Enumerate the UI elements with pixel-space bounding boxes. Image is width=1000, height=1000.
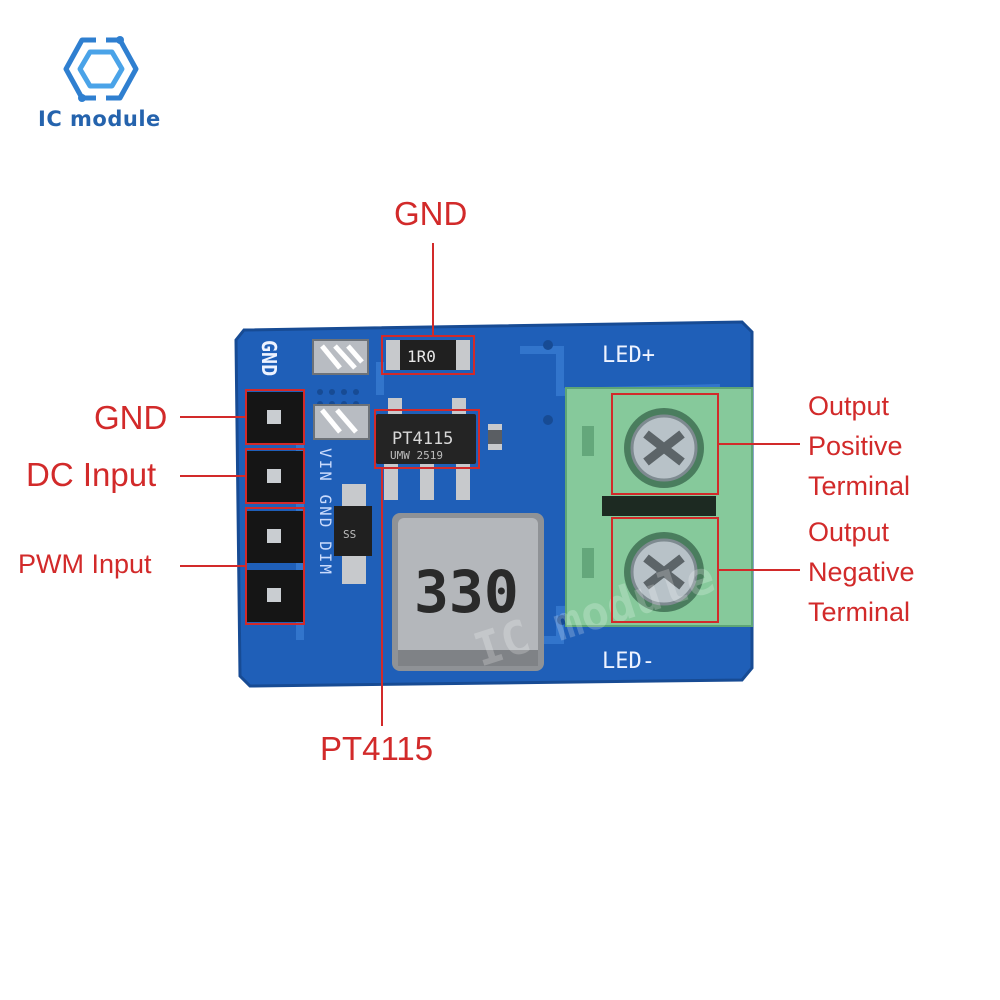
brand-name: IC module xyxy=(38,107,161,131)
hexagon-circuit-logo-icon xyxy=(63,34,139,102)
label-output-positive: Output Positive Terminal xyxy=(808,386,910,506)
label-pin-pwm-input: PWM Input xyxy=(18,549,152,579)
out-pos-line-1: Output xyxy=(808,391,890,421)
resistor-marking: 1R0 xyxy=(407,347,436,366)
mosfet-pad xyxy=(312,339,369,375)
out-pos-line-2: Positive xyxy=(808,431,903,461)
resistor-1r0: 1R0 xyxy=(386,340,470,370)
silkscreen-gnd: GND xyxy=(257,340,281,376)
label-pin-dc-input: DC Input xyxy=(26,456,157,493)
silkscreen-pins: VIN GND DIM xyxy=(316,448,335,576)
silkscreen-led-neg: LED- xyxy=(602,649,655,674)
annotation-overlay xyxy=(180,243,800,726)
label-pin-gnd: GND xyxy=(94,399,168,436)
gnd-resistor-box xyxy=(381,335,475,375)
label-gnd-top: GND xyxy=(394,195,468,232)
small-pad xyxy=(313,404,370,440)
label-output-negative: Output Negative Terminal xyxy=(808,512,915,632)
out-neg-line-2: Negative xyxy=(808,557,915,587)
diode-marking: SS xyxy=(343,528,356,541)
chip-code: UMW 2519 xyxy=(390,449,443,462)
silkscreen-led-pos: LED+ xyxy=(602,343,655,368)
pt4115-chip: PT4115 UMW 2519 xyxy=(376,398,476,500)
label-chip: PT4115 xyxy=(320,730,434,767)
chip-box xyxy=(374,409,480,469)
screw-terminal-block xyxy=(565,387,753,627)
inductor-330: 330 xyxy=(392,513,544,671)
out-pos-line-3: Terminal xyxy=(808,471,911,501)
diode: SS xyxy=(334,484,372,584)
pin-header xyxy=(246,392,304,622)
out-neg-line-1: Output xyxy=(808,517,890,547)
out-neg-line-3: Terminal xyxy=(808,597,911,627)
chip-marking: PT4115 xyxy=(392,429,453,449)
inductor-marking: 330 xyxy=(414,558,519,626)
capacitor-small xyxy=(488,424,502,450)
